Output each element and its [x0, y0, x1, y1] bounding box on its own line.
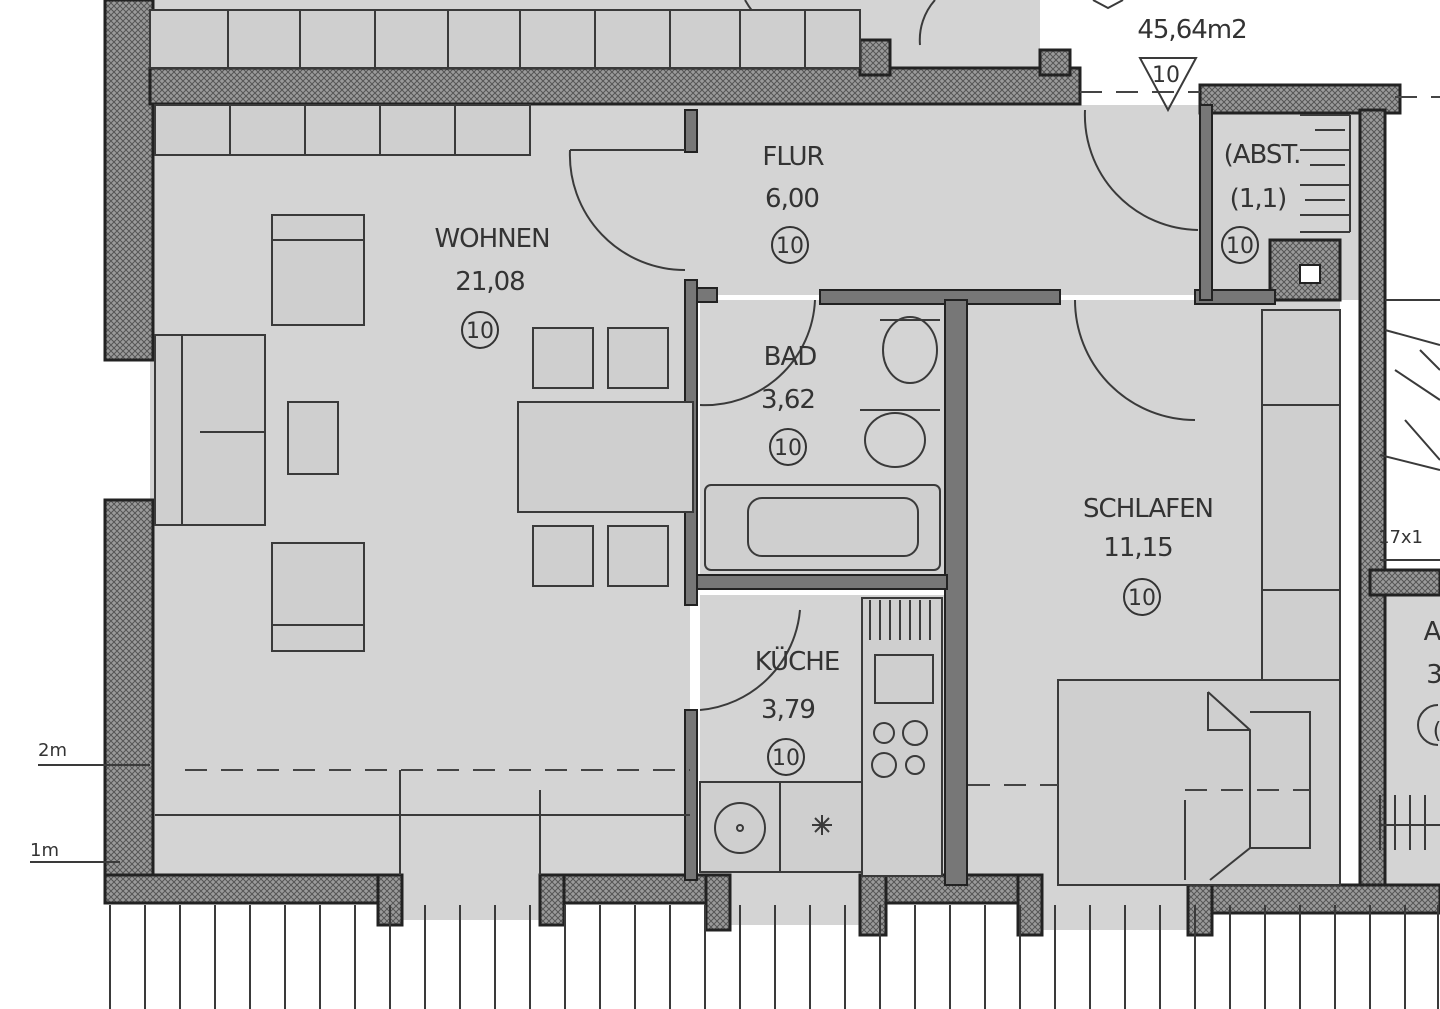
room-name-kueche: KÜCHE [755, 645, 840, 677]
room-marker-circle [769, 428, 807, 466]
room-area-partial: 3 [1426, 660, 1440, 690]
room-name-wohnen: WOHNEN [434, 224, 549, 254]
room-marker-wohnen: 10 [466, 319, 494, 344]
room-area-schlafen: 11,15 [1103, 533, 1172, 563]
room-marker-circle [461, 311, 499, 349]
room-marker-bad: 10 [774, 436, 802, 461]
room-area-abst: (1,1) [1230, 184, 1287, 214]
room-marker-circle [771, 226, 809, 264]
room-marker-circle [767, 738, 805, 776]
room-marker-schlafen: 10 [1128, 586, 1156, 611]
room-marker-circle [1221, 226, 1259, 264]
labels: 45,64m2 10 WOHNEN 21,08 10 FLUR 6,00 10 … [30, 15, 1440, 861]
room-marker-kueche: 10 [772, 746, 800, 771]
room-name-flur: FLUR [762, 142, 824, 172]
furniture [30, 0, 1440, 1009]
room-marker-partial: ( [1433, 719, 1440, 744]
room-name-partial: A [1424, 617, 1440, 647]
room-marker-circle [1123, 578, 1161, 616]
stair-label: 17x1 [1378, 527, 1423, 548]
room-name-abst: (ABST. [1224, 140, 1301, 170]
room-area-wohnen: 21,08 [455, 267, 524, 297]
room-name-bad: BAD [764, 342, 817, 372]
scale-2m: 2m [38, 740, 67, 761]
room-area-flur: 6,00 [765, 184, 819, 214]
doors [568, 0, 1440, 711]
room-marker-flur: 10 [776, 234, 804, 259]
scale-1m: 1m [30, 840, 59, 861]
walls [103, 0, 1440, 937]
room-marker-abst: 10 [1226, 234, 1254, 259]
room-name-schlafen: SCHLAFEN [1083, 494, 1213, 524]
room-area-bad: 3,62 [761, 385, 815, 415]
room-area-kueche: 3,79 [761, 695, 815, 725]
total-area: 45,64m2 [1137, 15, 1246, 45]
total-marker: 10 [1152, 63, 1180, 88]
